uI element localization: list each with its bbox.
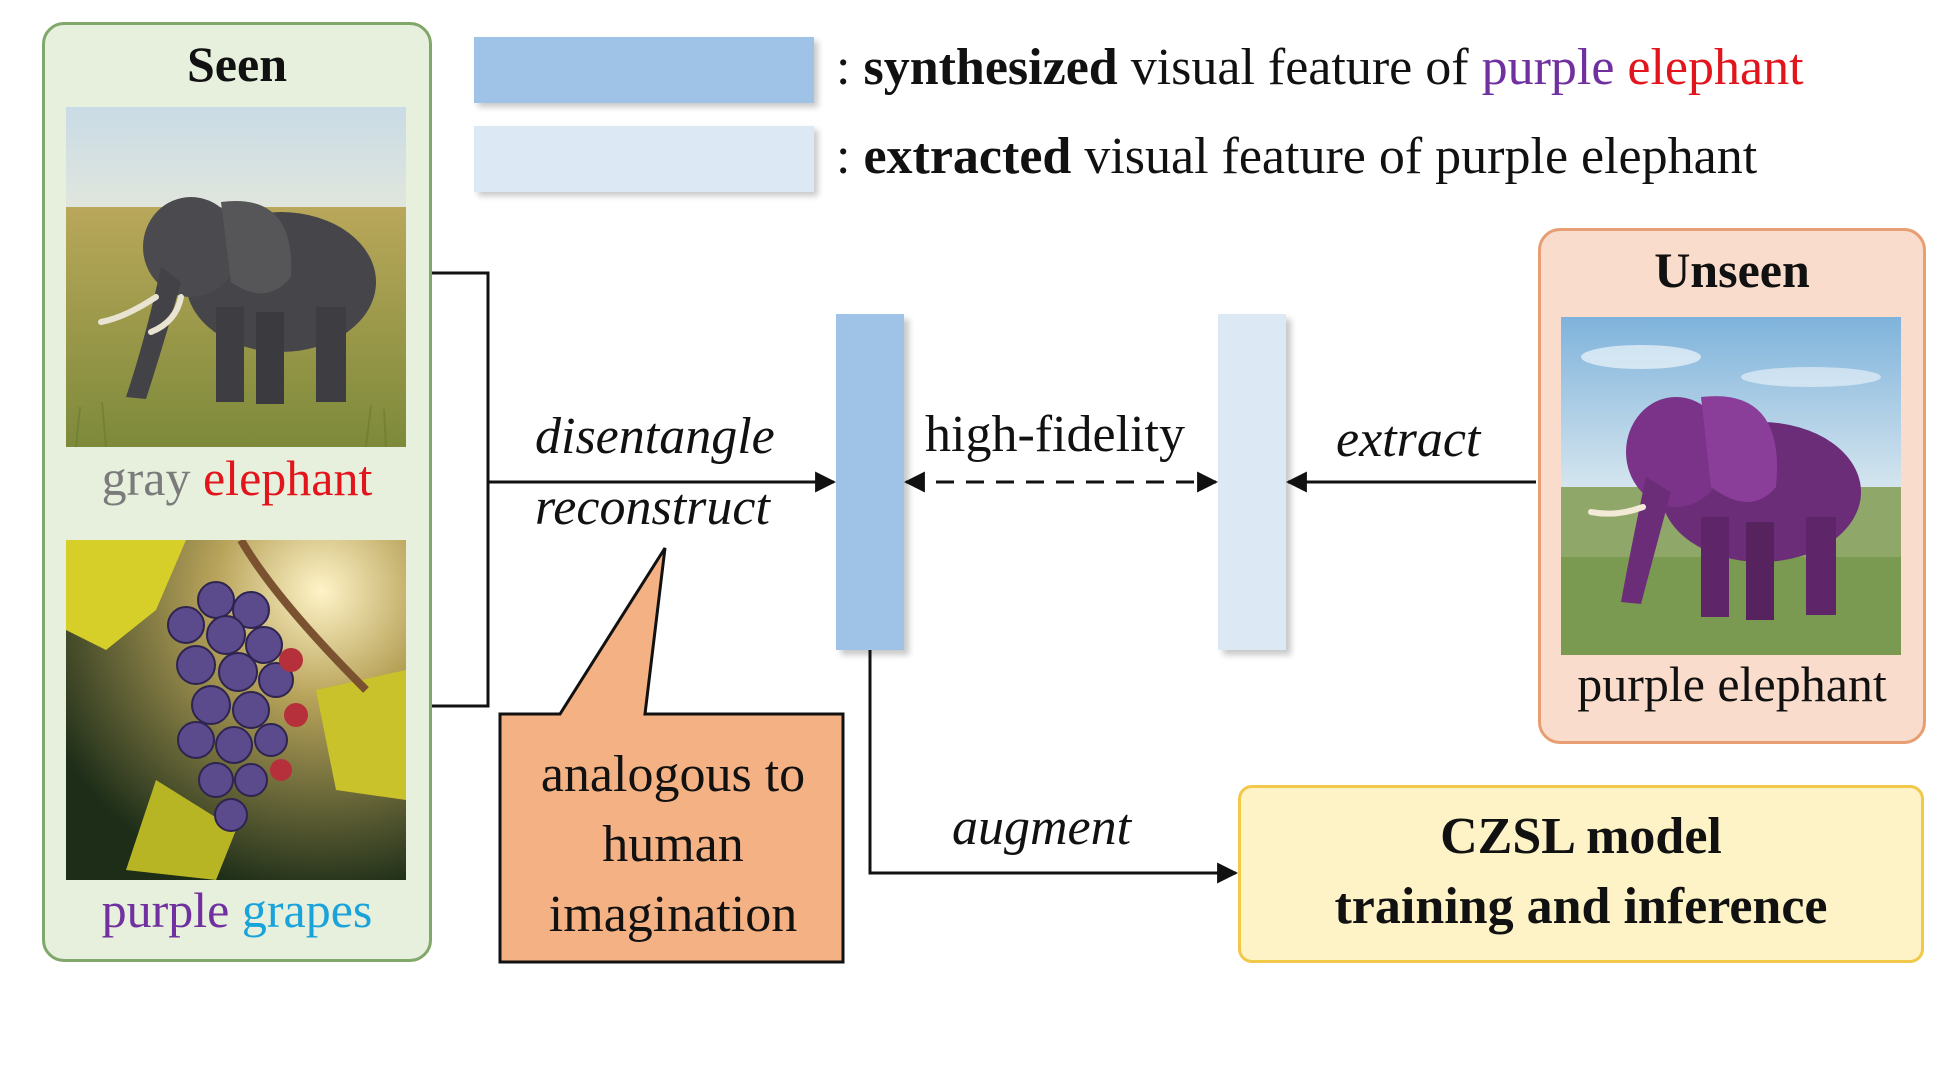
unseen-title: Unseen — [1654, 242, 1810, 298]
callout-bubble — [498, 547, 845, 964]
callout-text: analogous to human imagination — [540, 746, 806, 943]
high-fidelity-label: high-fidelity — [925, 406, 1185, 463]
czsl-model-line2: training and inference — [1334, 878, 1828, 935]
disentangle-label: disentangle — [535, 408, 775, 465]
seen-bracket-line — [432, 271, 490, 708]
seen-panel: Seen gray elephant — [42, 22, 432, 962]
czsl-model-line1: CZSL model — [1440, 808, 1722, 865]
gray-elephant-caption: gray elephant — [101, 450, 373, 506]
purple-elephant-caption: purple elephant — [1577, 656, 1887, 712]
legend-extracted-text: : extracted visual feature of purple ele… — [836, 128, 1758, 185]
extract-label: extract — [1336, 411, 1481, 468]
legend-synthesized-text: : synthesized visual feature of purple e… — [836, 39, 1804, 96]
unseen-panel: Unseen purple elephant — [1538, 228, 1926, 744]
czsl-model-box: CZSL model training and inference — [1238, 785, 1924, 963]
purple-grapes-image — [66, 540, 406, 880]
seen-title: Seen — [187, 36, 287, 92]
purple-elephant-image — [1561, 317, 1901, 655]
augment-arrow — [868, 650, 1239, 884]
purple-grapes-caption: purple grapes — [101, 882, 373, 938]
synthesized-feature-bar — [836, 314, 904, 650]
reconstruct-label: reconstruct — [535, 479, 770, 536]
legend-synthesized-swatch — [474, 37, 814, 103]
extracted-feature-bar — [1218, 314, 1286, 650]
augment-label: augment — [952, 799, 1132, 856]
gray-elephant-image — [66, 107, 406, 447]
legend-extracted-swatch — [474, 126, 814, 192]
